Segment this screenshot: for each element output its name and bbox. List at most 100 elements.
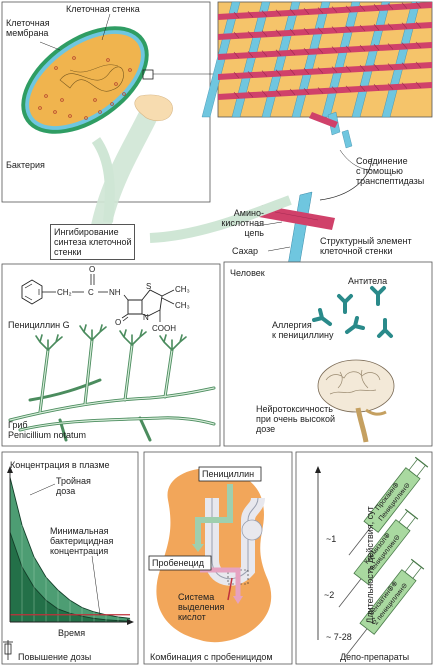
chain-tick bbox=[303, 47, 310, 55]
benzene-ring bbox=[21, 279, 43, 305]
chain-tick bbox=[261, 90, 268, 97]
amino-chain-label: Амино- кислотная цепь bbox=[221, 208, 264, 238]
syringe-duration: ~2 bbox=[324, 590, 335, 600]
human-panel bbox=[223, 261, 433, 447]
depot-footer: Депо-препараты bbox=[340, 652, 410, 662]
chain-tick bbox=[331, 66, 338, 73]
chain-tick bbox=[359, 64, 366, 72]
chain-tick bbox=[345, 45, 352, 53]
chart-footer: Повышение дозы bbox=[18, 652, 92, 662]
depot-panel bbox=[295, 451, 433, 665]
structural-element-label: Структурный элемент клеточной стенки bbox=[320, 236, 412, 256]
chain-tick bbox=[275, 69, 282, 76]
chain-tick bbox=[233, 11, 240, 19]
chain-tick bbox=[401, 62, 408, 69]
chem-nh: NH bbox=[109, 288, 121, 297]
zoom-box bbox=[142, 69, 154, 80]
sugar-label: Сахар bbox=[232, 246, 259, 256]
chain-tick bbox=[317, 47, 324, 54]
chain-tick bbox=[289, 88, 296, 96]
glomerulus bbox=[241, 519, 263, 541]
syringe-needle bbox=[344, 628, 368, 658]
chain-tick bbox=[261, 30, 268, 37]
chain-tick bbox=[261, 50, 268, 57]
conidiophores bbox=[35, 324, 187, 351]
acid-excretion-label: Система выделения кислот bbox=[178, 592, 225, 622]
chain-tick bbox=[387, 3, 394, 10]
penicillin-arrow bbox=[195, 484, 233, 546]
mesh-chain bbox=[218, 82, 432, 100]
chain-tick bbox=[317, 27, 324, 34]
chain-tick bbox=[261, 70, 268, 77]
penicillin-panel: O CH₂ C NH S CH₃ CH₃ O N COOH bbox=[1, 263, 221, 447]
chain-tick bbox=[303, 67, 310, 75]
nucleoid bbox=[59, 66, 124, 92]
chart-xlabel: Время bbox=[58, 628, 86, 638]
antibodies-label: Антитела bbox=[348, 276, 388, 286]
cytoplasm-leak bbox=[134, 94, 173, 122]
chain-tick bbox=[275, 89, 282, 96]
chain-tick bbox=[387, 43, 394, 50]
mesh-chain bbox=[218, 62, 432, 80]
chain-tick bbox=[317, 7, 324, 14]
kidney-panel bbox=[143, 451, 293, 665]
chain-tick bbox=[415, 21, 422, 29]
probenecid-arrow bbox=[200, 567, 241, 598]
mesh-strand bbox=[231, 1, 271, 118]
human-title: Человек bbox=[230, 268, 265, 278]
mesh-pink-chains bbox=[218, 1, 432, 100]
chain-tick bbox=[387, 83, 394, 90]
chain-tick bbox=[415, 1, 422, 9]
broken-fragments bbox=[309, 111, 353, 149]
chain-tick bbox=[387, 63, 394, 70]
chain-tick bbox=[345, 65, 352, 73]
mesh-chain bbox=[218, 42, 432, 60]
chain-tick bbox=[247, 11, 254, 18]
chain-tick bbox=[233, 51, 240, 59]
depot-syringe bbox=[344, 558, 425, 658]
chart-plot bbox=[9, 477, 131, 622]
allergy-label: Аллергия к пенициллину bbox=[272, 320, 334, 340]
chain-tick bbox=[387, 23, 394, 30]
chain-tick bbox=[247, 71, 254, 78]
chain-tick bbox=[233, 71, 240, 79]
syringe-icon bbox=[3, 640, 13, 660]
syringe-handle bbox=[404, 508, 419, 520]
x-axis-arrow bbox=[127, 619, 134, 625]
chain-tick bbox=[401, 22, 408, 29]
chain-tick bbox=[331, 46, 338, 53]
chain-tick bbox=[373, 64, 380, 71]
chain-tick bbox=[331, 6, 338, 13]
chain-tick bbox=[275, 29, 282, 36]
chain-tick bbox=[359, 84, 366, 92]
inhibition-label: Ингибирование синтеза клеточной стенки bbox=[50, 224, 136, 260]
fungus-label: Гриб Penicillium notatum bbox=[8, 420, 87, 440]
mbc-leader bbox=[91, 555, 101, 615]
mesh-panel bbox=[201, 1, 433, 118]
chain-tick bbox=[401, 82, 408, 89]
y-axis-arrow bbox=[7, 466, 13, 473]
mesh-chain bbox=[218, 22, 432, 40]
chain-tick bbox=[247, 51, 254, 58]
chain-tick bbox=[401, 42, 408, 49]
kidney-penicillin-label: Пенициллин bbox=[202, 469, 255, 479]
syringe-duration: ~ 7-28 bbox=[326, 632, 352, 642]
chain-tick bbox=[331, 26, 338, 33]
chain-tick bbox=[373, 44, 380, 51]
chain-tick bbox=[275, 9, 282, 16]
chart-ylabel: Концентрация в плазме bbox=[10, 460, 110, 470]
syringe-handle bbox=[410, 558, 425, 570]
chain-tick bbox=[317, 67, 324, 74]
depot-syringe bbox=[338, 508, 419, 608]
ribosomes bbox=[38, 56, 132, 120]
chem-ch2: CH₂ bbox=[57, 288, 72, 297]
syringes bbox=[338, 456, 429, 658]
thiazolidine-ring bbox=[141, 289, 163, 317]
syringe-handle bbox=[414, 456, 429, 468]
chain-tick bbox=[401, 2, 408, 9]
chem-ch3-a: CH₃ bbox=[175, 285, 190, 294]
chem-s: S bbox=[146, 282, 151, 291]
fungus-hyphae-inner bbox=[9, 339, 215, 431]
